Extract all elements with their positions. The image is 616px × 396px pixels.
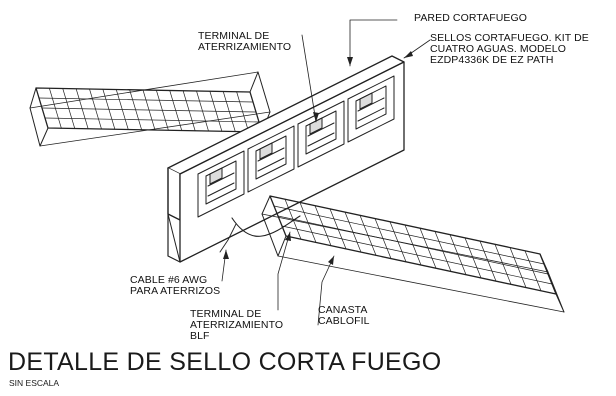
mesh-wire bbox=[38, 97, 254, 103]
label-terminal-aterrizamiento-blf: TERMINAL DE ATERRIZAMIENTO BLF bbox=[190, 308, 284, 342]
ground-cable bbox=[231, 215, 301, 237]
label-pared-cortafuego: PARED CORTAFUEGO bbox=[414, 12, 528, 24]
mesh-wire bbox=[44, 117, 260, 123]
mesh-wire bbox=[281, 225, 553, 285]
mesh-wire bbox=[273, 205, 545, 265]
right-wire-basket-tray bbox=[261, 195, 565, 313]
label-canasta-cablofil: CANASTA CABLOFIL bbox=[318, 304, 370, 327]
mesh-wire bbox=[41, 107, 257, 113]
firestop-pathway-modules bbox=[197, 75, 395, 218]
drawing-title: DETALLE DE SELLO CORTA FUEGO bbox=[8, 348, 442, 376]
pathway-module-1 bbox=[197, 150, 245, 218]
drawing-scale-note: SIN ESCALA bbox=[9, 378, 60, 388]
ground-cable-drop bbox=[219, 223, 237, 253]
label-terminal-aterrizamiento-top: TERMINAL DE ATERRIZAMIENTO bbox=[198, 30, 292, 53]
pathway-module-4 bbox=[347, 75, 395, 143]
mesh-wire bbox=[277, 215, 549, 275]
left-wire-basket-tray bbox=[29, 71, 271, 147]
pathway-module-2 bbox=[247, 125, 295, 193]
pathway-module-3 bbox=[297, 100, 345, 168]
label-sellos-cortafuego: SELLOS CORTAFUEGO. KIT DE CUATRO AGUAS. … bbox=[430, 32, 589, 66]
label-cable-awg: CABLE #6 AWG PARA ATERRIZOS bbox=[130, 274, 221, 297]
